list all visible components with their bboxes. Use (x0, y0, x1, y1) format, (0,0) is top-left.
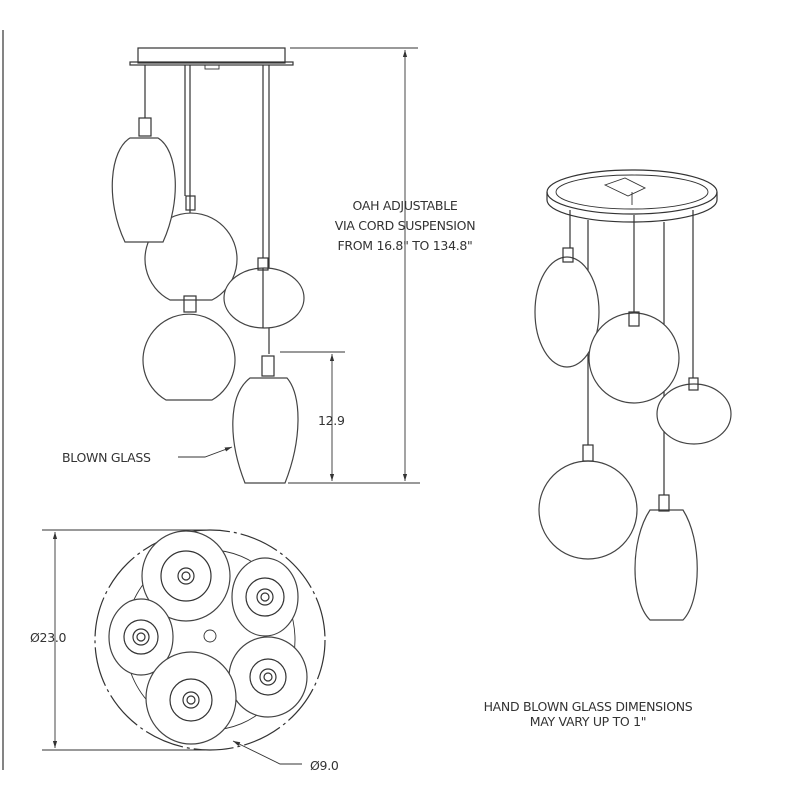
blown-glass-label: BLOWN GLASS (62, 450, 151, 465)
canopy (137, 47, 286, 64)
flat-pendant (223, 267, 305, 329)
oval-pendant (111, 137, 176, 243)
oah-label-line3: FROM 16.8" TO 134.8" (337, 238, 472, 253)
globe-pendant (538, 460, 638, 560)
flat-pendant (656, 383, 732, 445)
isometric-view (534, 169, 732, 621)
canopy-diameter-label: Ø23.0 (30, 630, 67, 645)
front-view (111, 47, 420, 484)
globe-pendant (588, 312, 680, 404)
oval-pendant (634, 509, 698, 621)
globe-pendant (144, 212, 238, 301)
oah-label-line1: OAH ADJUSTABLE (353, 198, 458, 213)
pendant-height-label: 12.9 (318, 413, 345, 428)
canopy (546, 169, 718, 215)
oval-pendant (232, 377, 299, 484)
pendant-diameter-label: Ø9.0 (310, 758, 339, 773)
note-line2: MAY VARY UP TO 1" (530, 714, 646, 729)
bottom-view (42, 529, 326, 765)
oah-label-line2: VIA CORD SUSPENSION (335, 218, 476, 233)
note-line1: HAND BLOWN GLASS DIMENSIONS (484, 699, 693, 714)
oval-pendant (534, 256, 600, 368)
globe-pendant (142, 313, 236, 401)
